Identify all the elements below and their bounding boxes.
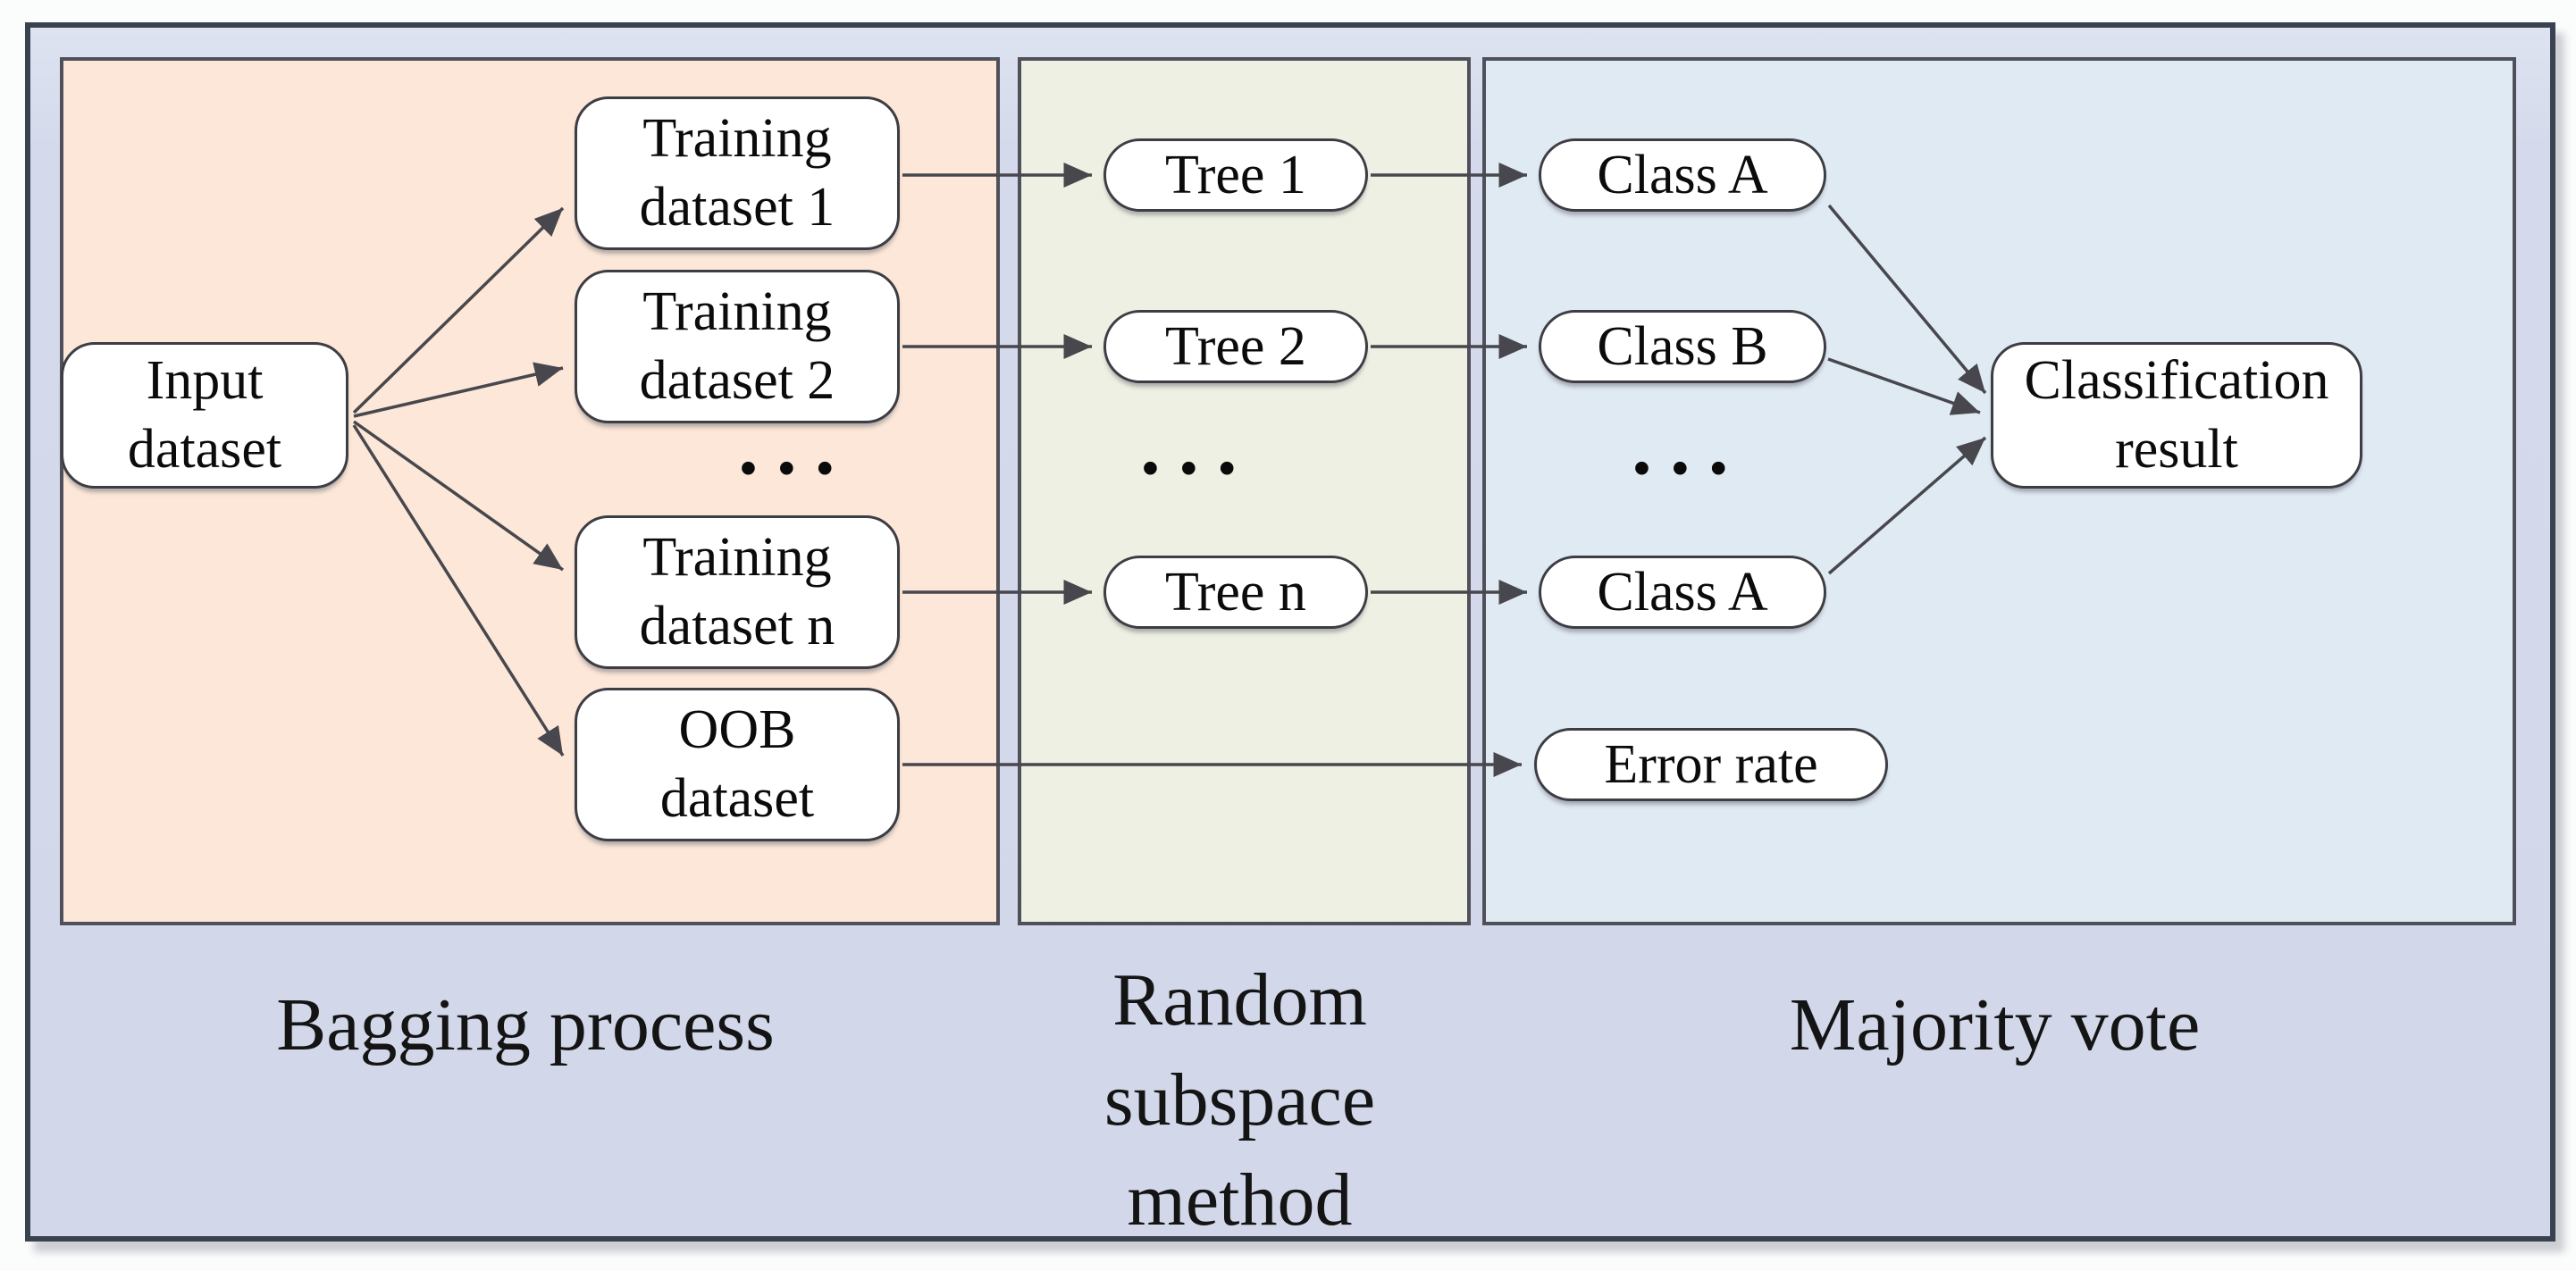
node-classification-result: Classification result (1991, 342, 2362, 489)
node-tree-2: Tree 2 (1103, 310, 1368, 383)
node-label: dataset 1 (639, 177, 835, 238)
label-line: Random (1112, 958, 1367, 1041)
node-error-rate: Error rate (1534, 728, 1888, 801)
label-line: method (1127, 1158, 1353, 1242)
node-label: Error rate (1604, 733, 1818, 795)
node-label: Classification (2024, 350, 2329, 412)
node-label: Tree 2 (1165, 315, 1306, 377)
node-label: Input (146, 350, 264, 412)
node-label: dataset n (639, 596, 835, 656)
node-label: Training (642, 527, 832, 589)
label-majority-vote: Majority vote (1789, 983, 2201, 1066)
node-label: OOB (678, 699, 796, 761)
node-input-dataset: Input dataset (61, 342, 348, 489)
ellipsis-dots-bagging: ••• (740, 441, 855, 495)
node-training-dataset-1: Training dataset 1 (575, 96, 900, 250)
node-label: Class B (1597, 315, 1768, 377)
node-class-a-top: Class A (1539, 138, 1826, 212)
label-bagging-process: Bagging process (276, 983, 775, 1066)
node-class-a-bottom: Class A (1539, 556, 1826, 629)
ellipsis-dots-classes: ••• (1633, 441, 1749, 495)
node-tree-n: Tree n (1103, 556, 1368, 629)
node-training-dataset-n: Training dataset n (575, 515, 900, 669)
node-oob-dataset: OOB dataset (575, 688, 900, 841)
node-label: Training (642, 108, 832, 170)
node-label: dataset (127, 419, 282, 480)
node-label: result (2115, 419, 2238, 480)
node-class-b: Class B (1539, 310, 1826, 383)
label-line: subspace (1103, 1058, 1376, 1141)
node-label: Training (642, 281, 832, 343)
node-label: Class A (1597, 561, 1768, 623)
node-tree-1: Tree 1 (1103, 138, 1368, 212)
label-random-subspace-method: Random subspace method (1014, 950, 1465, 1250)
ellipsis-dots-trees: ••• (1142, 441, 1257, 495)
node-label: dataset 2 (639, 350, 835, 411)
node-label: dataset (659, 768, 815, 829)
node-label: Tree 1 (1165, 144, 1306, 205)
node-label: Class A (1597, 144, 1768, 205)
node-label: Tree n (1165, 561, 1306, 623)
node-training-dataset-2: Training dataset 2 (575, 270, 900, 423)
